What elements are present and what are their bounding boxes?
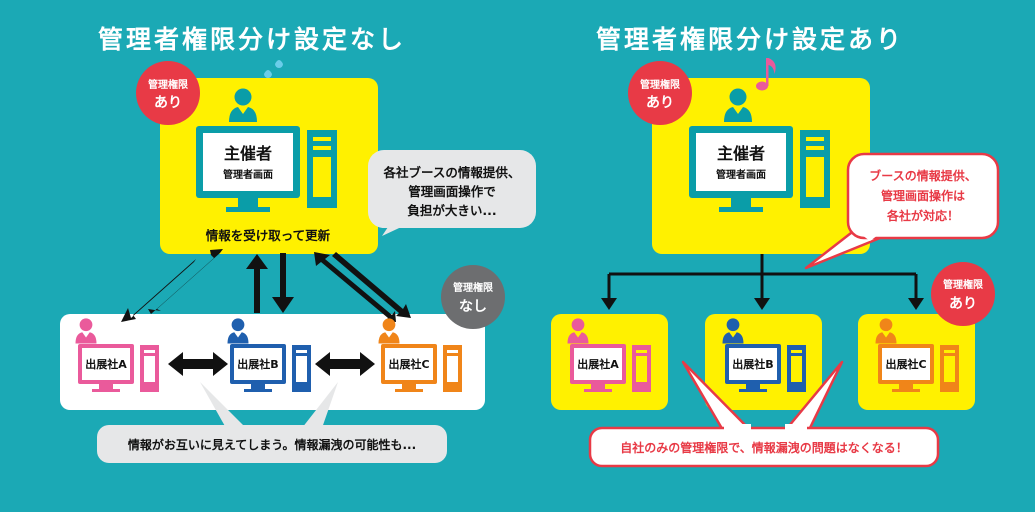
music-note-icon <box>756 58 776 91</box>
left-organizer-subtitle: 管理者画面 <box>223 168 273 181</box>
svg-text:出展社A: 出展社A <box>85 357 127 371</box>
left-exhibitor-b: 出展社B <box>227 318 311 392</box>
right-exhibitor-c: 出展社C <box>875 318 959 392</box>
right-organizer-subtitle: 管理者画面 <box>716 168 766 181</box>
burden-speech-bubble: 各社ブースの情報提供、 管理画面操作で 負担が大きい... <box>368 150 536 236</box>
svg-text:あり: あり <box>949 296 977 312</box>
left-organizer-title: 主催者 <box>224 144 272 163</box>
svg-text:ブースの情報提供、: ブースの情報提供、 <box>869 168 976 183</box>
svg-text:出展社A: 出展社A <box>577 357 619 371</box>
svg-text:出展社B: 出展社B <box>732 357 773 371</box>
left-organizer-tower-icon <box>307 130 337 208</box>
leak-speech-bubble: 情報がお互いに見えてしまう。情報漏洩の可能性も... <box>97 382 447 463</box>
handled-speech-bubble: ブースの情報提供、 管理画面操作は 各社が対応！ <box>804 152 1000 270</box>
left-exhibitor-c: 出展社C <box>378 318 462 392</box>
svg-text:なし: なし <box>459 299 487 315</box>
svg-text:各社ブースの情報提供、: 各社ブースの情報提供、 <box>383 165 521 180</box>
svg-text:負担が大きい...: 負担が大きい... <box>407 203 496 218</box>
svg-text:管理権限: 管理権限 <box>453 281 494 294</box>
svg-text:出展社B: 出展社B <box>237 357 278 371</box>
svg-text:あり: あり <box>154 95 182 111</box>
svg-text:管理画面操作は: 管理画面操作は <box>881 188 965 203</box>
right-exhibitor-a: 出展社A <box>567 318 651 392</box>
svg-text:管理画面操作で: 管理画面操作で <box>408 184 496 199</box>
right-organizer-badge: 管理権限 あり <box>628 61 692 125</box>
svg-text:出展社C: 出展社C <box>885 357 926 371</box>
solved-speech-bubble: 自社のみの管理権限で、情報漏洩の問題はなくなる！ <box>588 360 940 468</box>
right-exhibitor-b: 出展社B <box>722 318 806 392</box>
left-data-flow-arrows <box>121 249 411 376</box>
svg-text:あり: あり <box>646 95 674 111</box>
left-organizer-badge: 管理権限 あり <box>136 61 200 125</box>
right-organizer-tower-icon <box>800 130 830 208</box>
right-organizer-title: 主催者 <box>717 144 765 163</box>
right-exhibitor-badge: 管理権限 あり <box>931 262 995 326</box>
left-exhibitor-badge: 管理権限 なし <box>441 265 505 329</box>
right-organizer-monitor-icon <box>689 126 793 212</box>
sweat-drops-icon <box>264 60 283 78</box>
receive-caption: 情報を受け取って更新 <box>206 228 331 243</box>
left-title: 管理者権限分け設定なし <box>98 25 407 54</box>
svg-text:情報がお互いに見えてしまう。情報漏洩の可能性も...: 情報がお互いに見えてしまう。情報漏洩の可能性も... <box>128 437 416 452</box>
svg-text:各社が対応！: 各社が対応！ <box>886 208 959 223</box>
svg-text:出展社C: 出展社C <box>388 357 429 371</box>
svg-text:管理権限: 管理権限 <box>640 78 681 91</box>
left-organizer-monitor-icon <box>196 126 300 212</box>
svg-text:管理権限: 管理権限 <box>943 278 984 291</box>
svg-text:自社のみの管理権限で、情報漏洩の問題はなくなる！: 自社のみの管理権限で、情報漏洩の問題はなくなる！ <box>620 440 908 455</box>
right-title: 管理者権限分け設定あり <box>596 25 905 54</box>
right-distribution-lines <box>607 254 918 300</box>
svg-text:管理権限: 管理権限 <box>148 78 189 91</box>
left-exhibitor-a: 出展社A <box>75 318 159 392</box>
right-distribution-arrowheads <box>601 298 924 310</box>
